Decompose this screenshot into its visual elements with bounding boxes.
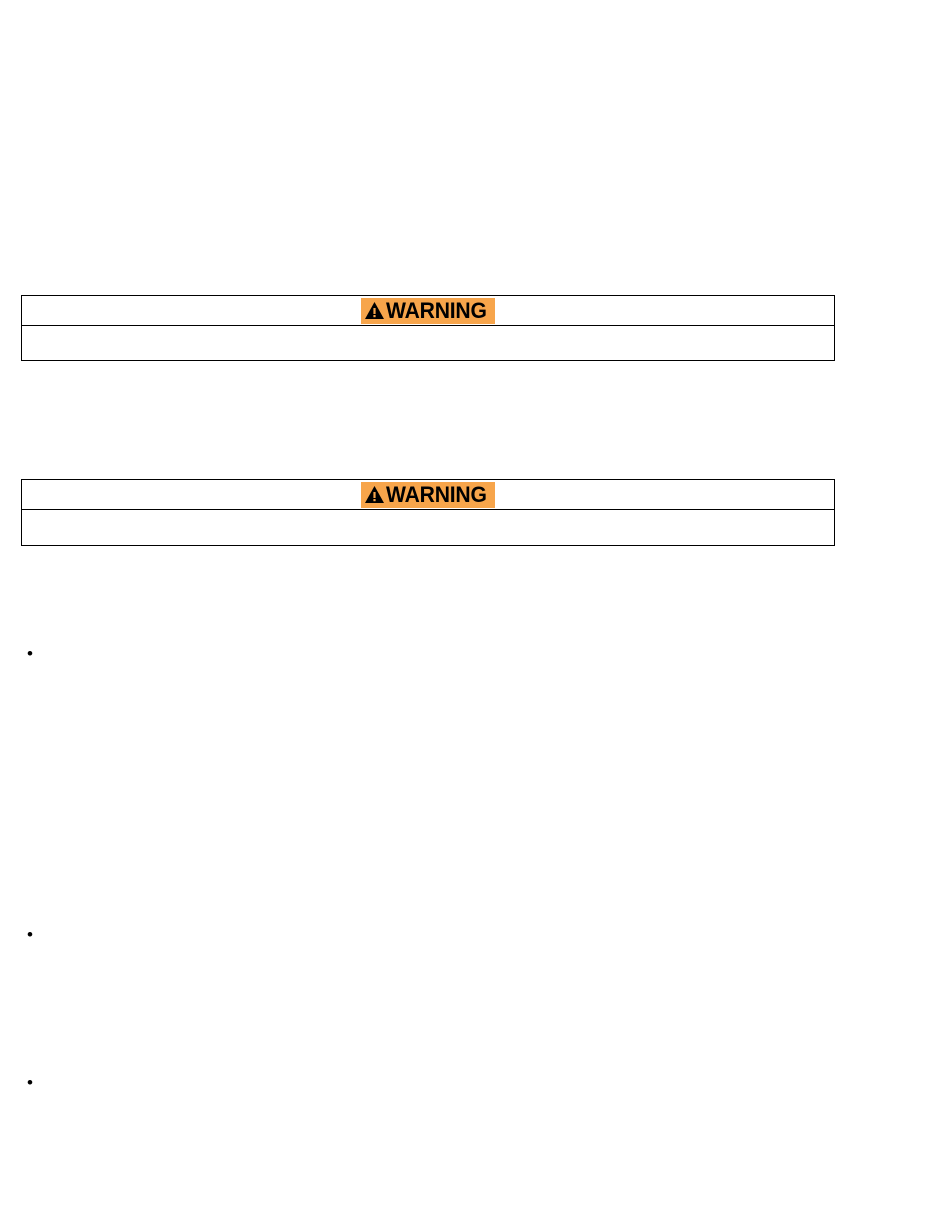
warning-badge-label: WARNING: [386, 297, 487, 323]
bullet-icon: •: [27, 644, 33, 663]
warning-box-body: [22, 326, 834, 360]
warning-badge-label: WARNING: [386, 481, 487, 507]
warning-badge: WARNING: [361, 297, 495, 324]
warning-box-body: [22, 510, 834, 545]
warning-triangle-icon: [364, 300, 385, 321]
list-item: •: [27, 1073, 907, 1092]
list-item: •: [27, 644, 907, 663]
warning-box: WARNING: [21, 295, 835, 361]
list-item: •: [27, 925, 907, 944]
list-item-text: [40, 648, 907, 660]
warning-box-header: WARNING: [22, 296, 834, 326]
warning-badge: WARNING: [361, 481, 495, 508]
bullet-icon: •: [27, 1073, 33, 1092]
list-item-text: [40, 929, 907, 941]
warning-box: WARNING: [21, 479, 835, 546]
warning-triangle-icon: [364, 484, 385, 505]
bullet-icon: •: [27, 925, 33, 944]
list-item-text: [40, 1077, 907, 1089]
warning-box-header: WARNING: [22, 480, 834, 510]
